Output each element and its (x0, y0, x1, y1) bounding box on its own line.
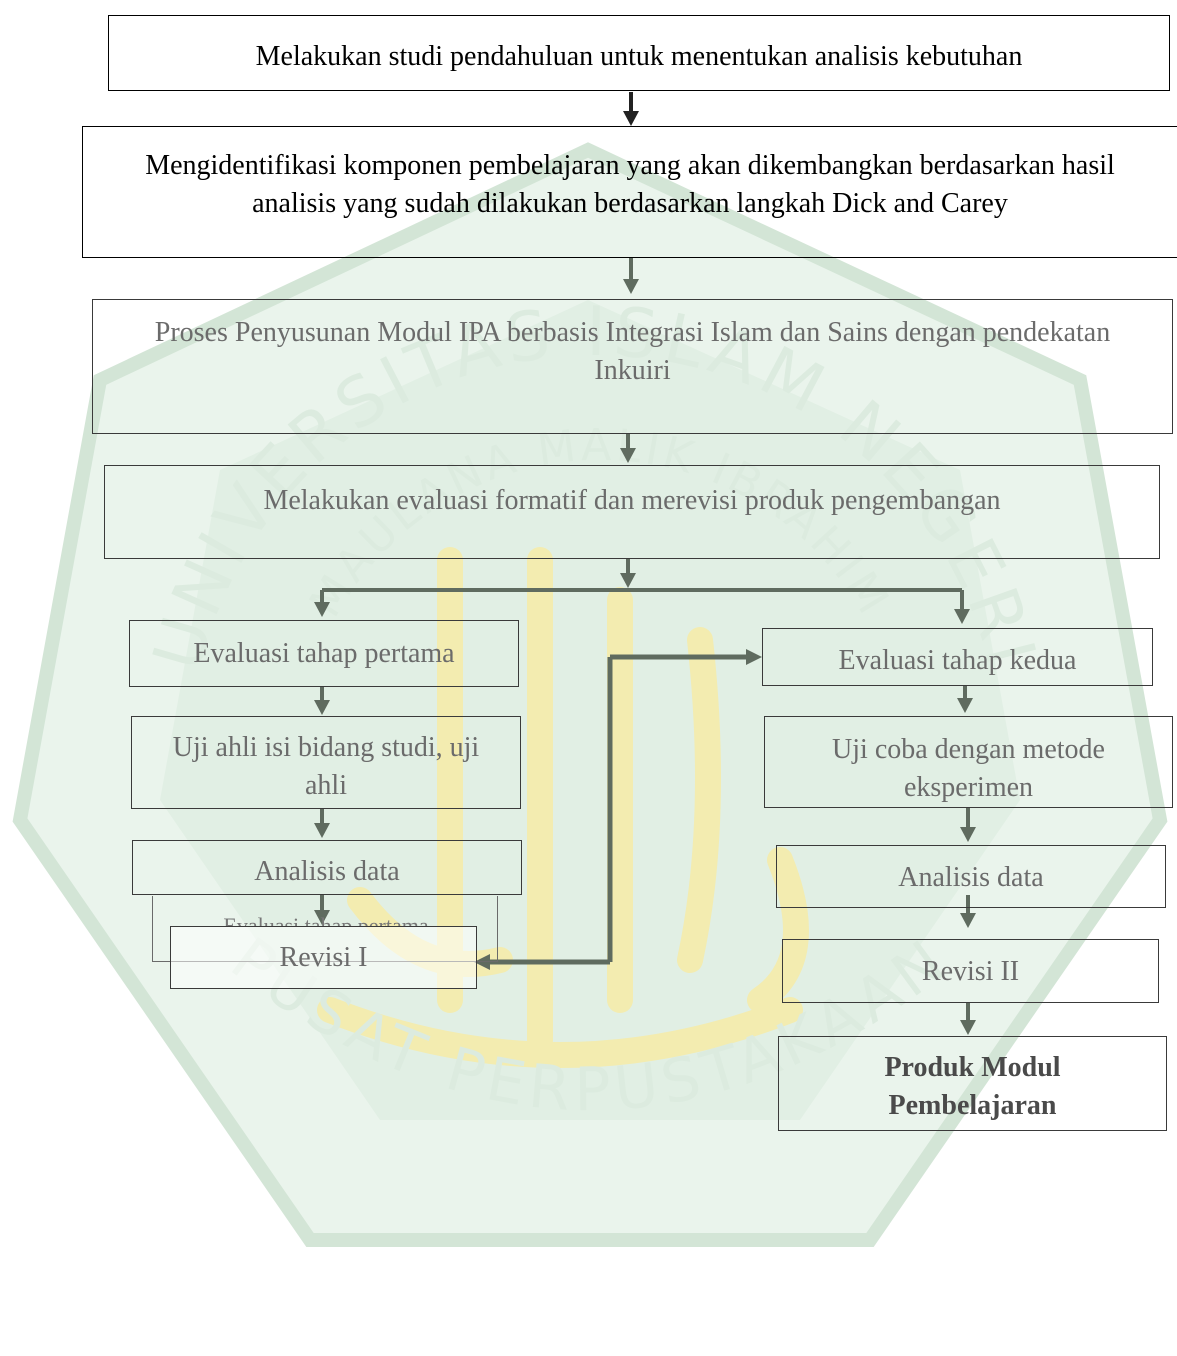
step-evaluasi-formatif-label: Melakukan evaluasi formatif dan merevisi… (263, 485, 1001, 516)
arrow-3-4-head (620, 448, 636, 463)
analisis-data-right: Analisis data (776, 845, 1166, 908)
arrow-right-2-head (960, 827, 976, 842)
revisi-ii-label: Revisi II (921, 956, 1020, 987)
step-identifikasi-komponen: Mengidentifikasi komponen pembelajaran y… (82, 126, 1177, 258)
hidden-box-label: Evaluasi tahap pertama (195, 910, 457, 926)
uji-coba-eksperimen: Uji coba dengan metode eksperimen (764, 716, 1173, 808)
evaluasi-tahap-pertama-label: Evaluasi tahap pertama (193, 638, 455, 669)
step-identifikasi-komponen-label: Mengidentifikasi komponen pembelajaran y… (145, 150, 1115, 219)
uji-ahli: Uji ahli isi bidang studi, uji ahli (131, 716, 521, 809)
produk-modul-pembelajaran-label: Produk Modul Pembelajaran (884, 1052, 1061, 1121)
revisi-i-label: Revisi I (279, 942, 368, 973)
uji-coba-eksperimen-label: Uji coba dengan metode eksperimen (832, 734, 1105, 803)
arrow-right-4-head (960, 1020, 976, 1035)
evaluasi-tahap-kedua: Evaluasi tahap kedua (762, 628, 1153, 686)
hidden-box-label-text: Evaluasi tahap pertama (223, 913, 429, 926)
evaluasi-tahap-pertama: Evaluasi tahap pertama (129, 620, 519, 687)
arrow-2-3-head (623, 279, 639, 294)
revisi-ii: Revisi II (782, 939, 1159, 1003)
arrow-left-3-head (314, 910, 330, 925)
arrow-right-1-head (957, 698, 973, 713)
step-evaluasi-formatif: Melakukan evaluasi formatif dan merevisi… (104, 465, 1160, 559)
produk-modul-pembelajaran: Produk Modul Pembelajaran (778, 1036, 1167, 1131)
arrow-1-2-head (623, 111, 639, 126)
step-penyusunan-modul: Proses Penyusunan Modul IPA berbasis Int… (92, 299, 1173, 434)
loop-revisi-head (474, 954, 490, 970)
arrow-right-3-head (960, 913, 976, 928)
arrow-left-2-head (314, 823, 330, 838)
loop-top-head (746, 649, 762, 665)
analisis-data-right-label: Analisis data (898, 862, 1044, 893)
evaluasi-tahap-kedua-label: Evaluasi tahap kedua (838, 645, 1077, 676)
analisis-data-left-label: Analisis data (254, 856, 400, 887)
step-studi-pendahuluan: Melakukan studi pendahuluan untuk menent… (108, 15, 1170, 91)
uji-ahli-label: Uji ahli isi bidang studi, uji ahli (172, 732, 480, 801)
split-left-head (314, 602, 330, 617)
arrow-4-split-head (620, 573, 636, 588)
arrow-left-1-head (314, 700, 330, 715)
step-studi-pendahuluan-label: Melakukan studi pendahuluan untuk menent… (255, 41, 1023, 72)
analisis-data-left: Analisis data (132, 840, 522, 895)
revisi-i: Revisi I (170, 926, 477, 989)
step-penyusunan-modul-label: Proses Penyusunan Modul IPA berbasis Int… (154, 317, 1111, 386)
split-right-head (954, 609, 970, 624)
